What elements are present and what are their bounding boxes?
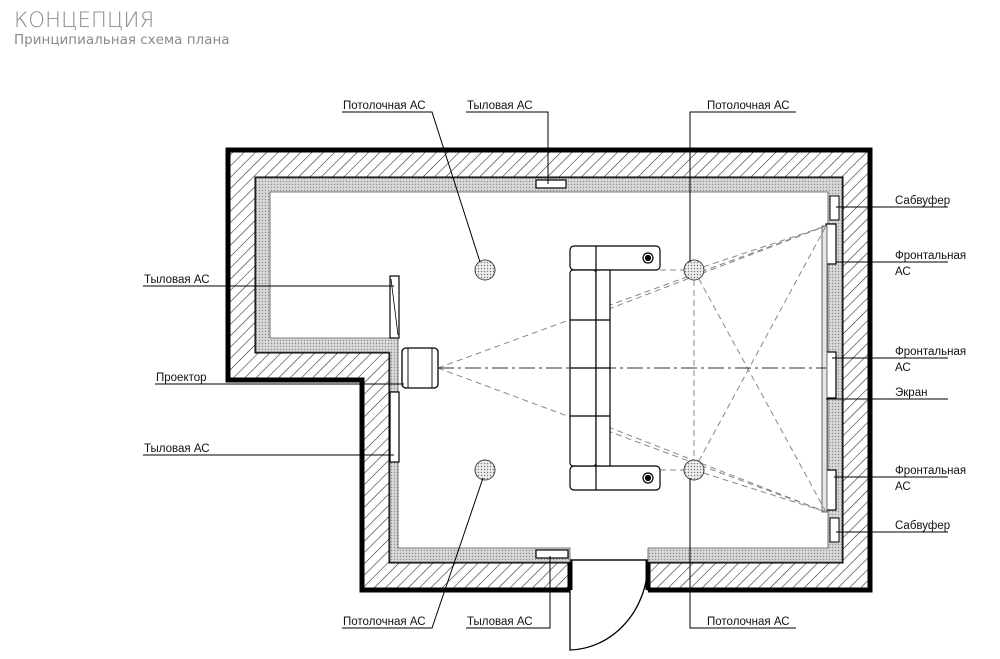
rear-speaker-bottom <box>535 549 569 559</box>
label-ceiling-speaker-br: Потолочная АС <box>707 616 790 628</box>
label-front-speaker-2-line2: АС <box>895 362 911 374</box>
label-ceiling-speaker-bl: Потолочная АС <box>343 616 426 628</box>
label-rear-speaker-top: Тыловая АС <box>467 100 533 112</box>
page-subtitle: Принципиальная схема плана <box>14 32 230 48</box>
acoustic-lining <box>255 177 843 563</box>
label-ceiling-speaker-tr: Потолочная АС <box>707 100 790 112</box>
ceiling-speaker-tl <box>474 259 496 281</box>
label-subwoofer-bottom: Сабвуфер <box>895 520 950 532</box>
ceiling-speaker-bl <box>474 459 496 481</box>
sofa <box>569 245 661 491</box>
rear-speaker-top <box>535 179 567 189</box>
walls <box>227 149 871 591</box>
leader-lines <box>143 111 948 629</box>
label-front-speaker-1-line2: АС <box>895 266 911 278</box>
front-speaker-2 <box>825 351 837 399</box>
label-subwoofer-top: Сабвуфер <box>895 195 950 207</box>
subwoofer-top <box>829 195 840 221</box>
projector <box>401 347 439 389</box>
label-rear-speaker-bottom: Тыловая АС <box>467 616 533 628</box>
label-rear-speaker-left-lower: Тыловая АС <box>144 443 210 455</box>
door-swing-arc <box>569 561 649 651</box>
label-screen: Экран <box>895 387 927 399</box>
front-speaker-1 <box>825 223 837 265</box>
screen <box>821 225 828 513</box>
label-front-speaker-2: Фронтальная <box>895 346 966 358</box>
label-front-speaker-3: Фронтальная <box>895 465 966 477</box>
ceiling-speaker-tr <box>683 259 705 281</box>
ceiling-speaker-br <box>683 459 705 481</box>
label-projector: Проектор <box>156 372 207 384</box>
label-ceiling-speaker-tl: Потолочная АС <box>343 100 426 112</box>
front-speaker-3 <box>825 469 837 511</box>
header: КОНЦЕПЦИЯ Принципиальная схема плана <box>14 8 230 48</box>
page-title: КОНЦЕПЦИЯ <box>14 8 155 32</box>
outer-wall-outline <box>225 147 873 593</box>
rear-speaker-left-lower <box>389 391 400 463</box>
subwoofer-bottom <box>829 517 840 543</box>
label-front-speaker-3-line2: АС <box>895 481 911 493</box>
label-front-speaker-1: Фронтальная <box>895 250 966 262</box>
label-rear-speaker-left-upper: Тыловая АС <box>144 274 210 286</box>
